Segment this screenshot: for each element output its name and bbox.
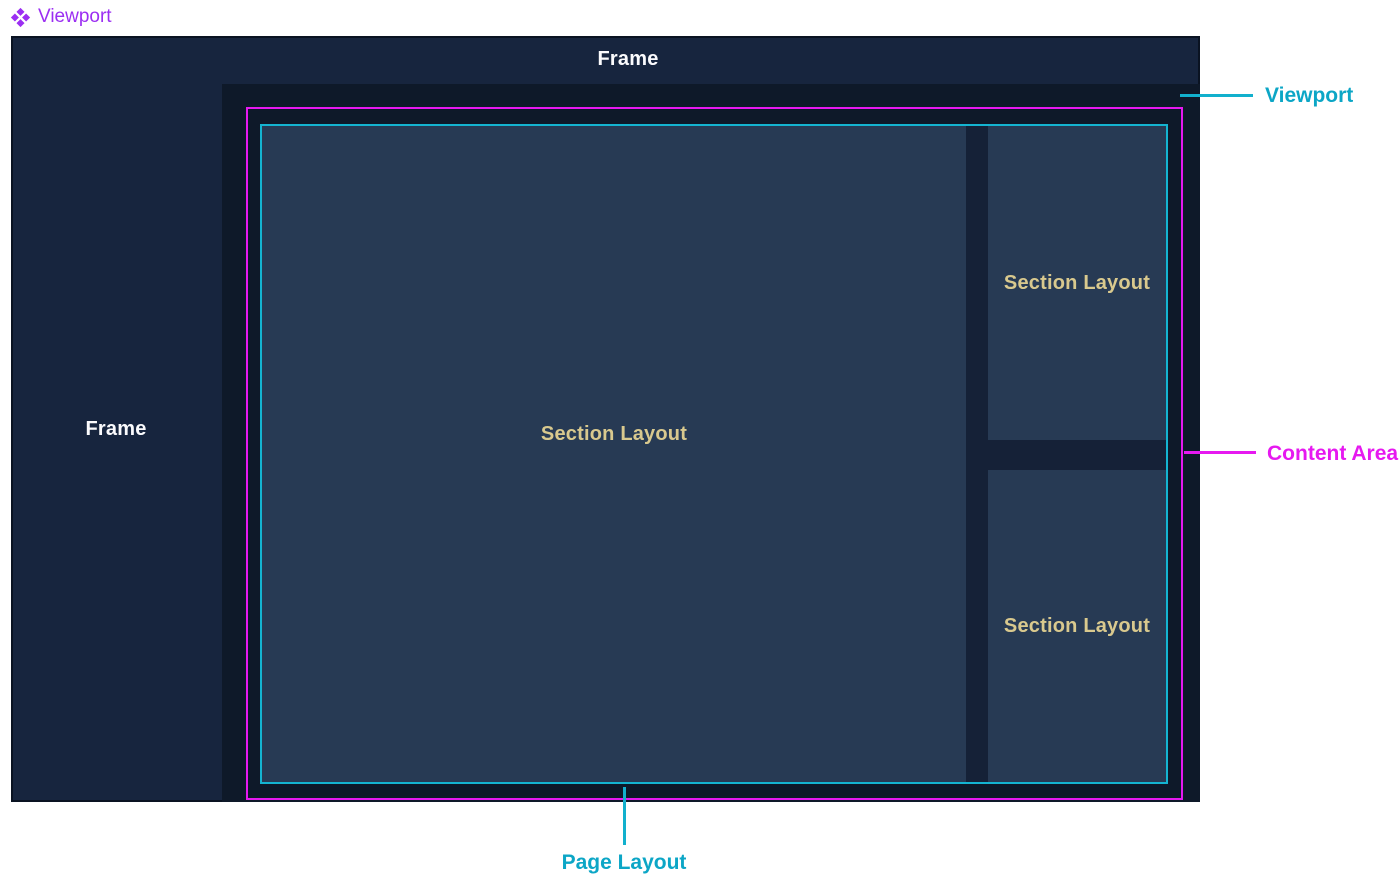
- artboard-label: Viewport: [10, 6, 112, 28]
- section-layout-right-bottom-label: Section Layout: [1003, 614, 1151, 637]
- section-layout-right-bottom: Section Layout: [988, 470, 1166, 782]
- section-layout-main-label: Section Layout: [540, 422, 688, 445]
- artboard-label-text: Viewport: [38, 6, 112, 27]
- viewport-callout-line: [1180, 94, 1253, 97]
- frame-side-label: Frame: [85, 418, 147, 440]
- section-layout-right-top: Section Layout: [988, 126, 1166, 440]
- content-area-outline: [246, 107, 1183, 800]
- page-layout-callout-line: [623, 787, 626, 845]
- section-layout-main: Section Layout: [262, 126, 966, 782]
- content-area-callout-line: [1184, 451, 1256, 454]
- page-layout-annotation: Page Layout: [561, 851, 687, 874]
- frame-top-label: Frame: [597, 48, 659, 70]
- component-diamonds-icon: [10, 7, 31, 28]
- section-layout-right-top-label: Section Layout: [1003, 271, 1151, 294]
- viewport-annotation: Viewport: [1265, 84, 1354, 107]
- content-area-annotation: Content Area: [1267, 442, 1399, 465]
